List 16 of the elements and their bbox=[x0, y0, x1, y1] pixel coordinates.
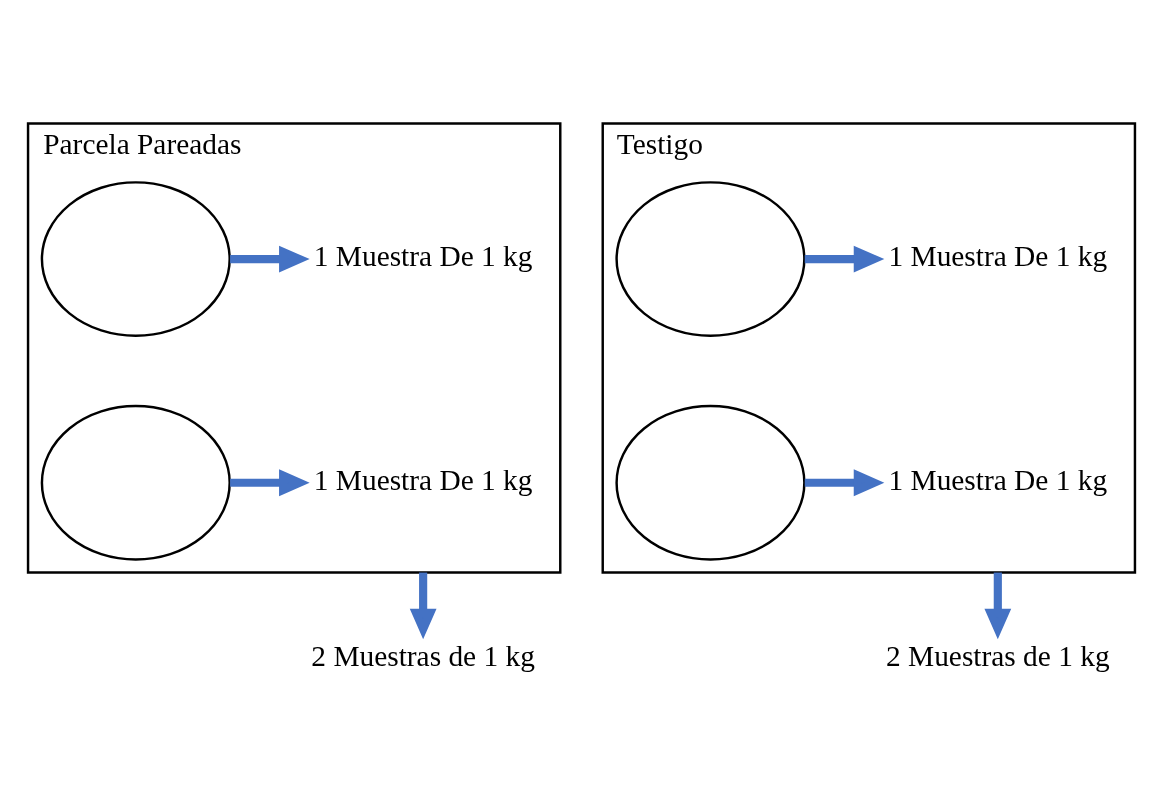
arrow bbox=[230, 469, 310, 497]
node-circle bbox=[615, 181, 806, 338]
node-circle bbox=[615, 404, 806, 561]
node-text: 1 Muestra De 1 kg bbox=[888, 240, 1108, 273]
arrow bbox=[984, 572, 1012, 640]
node-text: 2 Muestras de 1 kg bbox=[886, 640, 1110, 673]
node-text: 1 Muestra De 1 kg bbox=[888, 463, 1108, 496]
arrow bbox=[804, 469, 885, 497]
node-text: 2 Muestras de 1 kg bbox=[311, 640, 535, 673]
node-text: 1 Muestra De 1 kg bbox=[313, 240, 533, 273]
node-circle bbox=[40, 404, 231, 561]
node-text: 1 Muestra De 1 kg bbox=[313, 463, 533, 496]
arrow bbox=[804, 245, 885, 273]
arrow bbox=[230, 245, 310, 273]
arrow bbox=[409, 572, 437, 640]
node-circle bbox=[40, 181, 231, 338]
